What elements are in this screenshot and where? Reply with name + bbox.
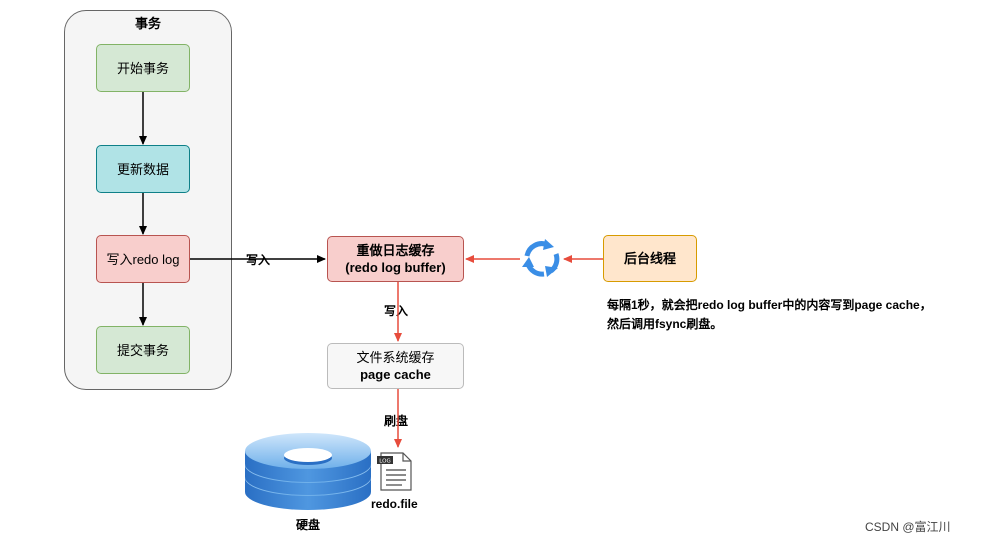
- background-thread-node: 后台线程: [603, 235, 697, 282]
- write-redo-log-node: 写入redo log: [96, 235, 190, 283]
- write-to-cache-label: 写入: [384, 304, 409, 318]
- redo-log-buffer-line2: (redo log buffer): [345, 260, 446, 275]
- log-file-icon-text: LOG: [379, 459, 390, 465]
- refresh-cycle-icon: [522, 239, 560, 277]
- commit-transaction-node: 提交事务: [96, 326, 190, 374]
- redo-log-buffer-node: 重做日志缓存 (redo log buffer): [327, 236, 464, 282]
- page-cache-line2: page cache: [360, 367, 431, 382]
- flush-note-line2: 然后调用fsync刷盘。: [607, 317, 723, 331]
- page-cache-line1: 文件系统缓存: [356, 350, 435, 365]
- redo-log-buffer-line1: 重做日志缓存: [356, 243, 435, 258]
- disk-label: 硬盘: [296, 518, 321, 532]
- page-cache-node: 文件系统缓存 page cache: [327, 343, 464, 389]
- hard-disk-icon: [245, 433, 371, 510]
- flush-label: 刷盘: [384, 414, 409, 428]
- update-data-node: 更新数据: [96, 145, 190, 193]
- redo-file-name: redo.file: [371, 497, 418, 511]
- write-to-buffer-label: 写入: [246, 253, 271, 267]
- begin-transaction-node: 开始事务: [96, 44, 190, 92]
- watermark: CSDN @富江川: [865, 520, 951, 534]
- flush-note-line1: 每隔1秒，就会把redo log buffer中的内容写到page cache，: [607, 298, 932, 312]
- log-file-icon: [377, 452, 412, 491]
- transaction-title: 事务: [134, 16, 161, 31]
